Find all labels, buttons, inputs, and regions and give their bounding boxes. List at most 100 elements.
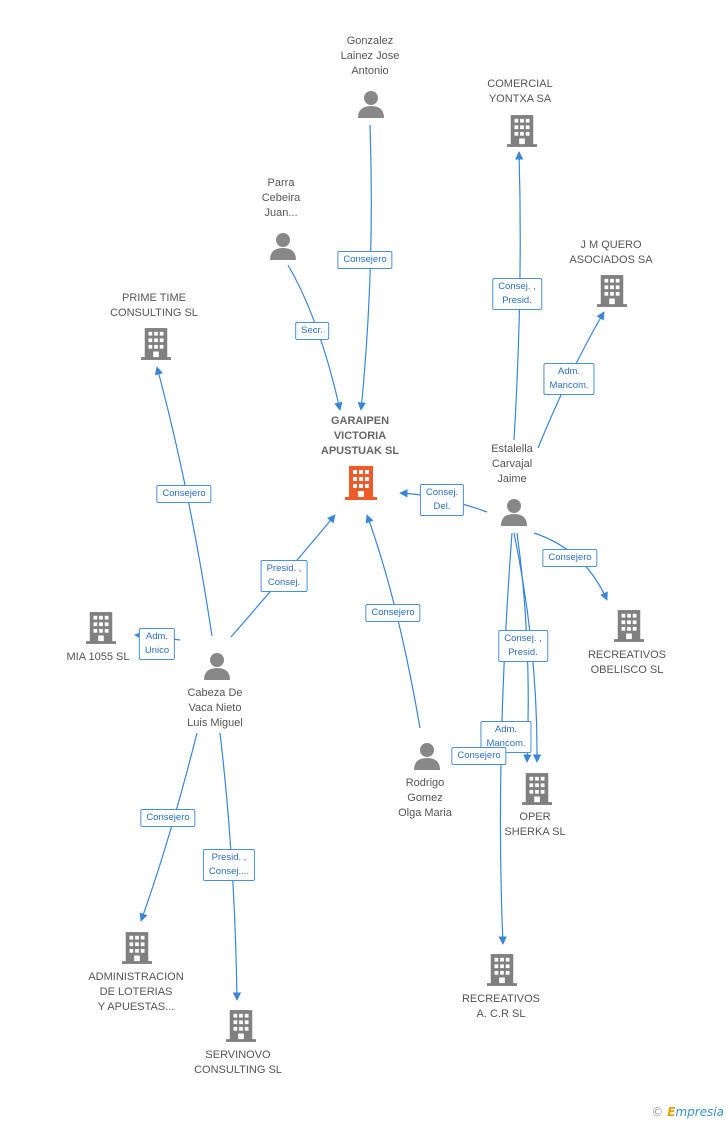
person-parra-node[interactable]: Parra Cebeira Juan... (262, 176, 301, 221)
person-estalella-icon[interactable] (500, 498, 528, 526)
person-parra-icon[interactable] (269, 232, 297, 260)
edge-label-line: Consejero (146, 812, 190, 823)
edge-label-line: Consejero (343, 254, 387, 265)
edge-label-line: Consej. , (504, 633, 542, 644)
company-jmquero-building-icon[interactable] (597, 274, 627, 308)
person-name-line: Luis Miguel (187, 717, 243, 729)
company-obelisco-node[interactable]: RECREATIVOS OBELISCO SL (588, 648, 666, 678)
company-jmquero-node[interactable]: J M QUERO ASOCIADOS SA (569, 238, 652, 268)
person-name-line: Cebeira (261, 192, 301, 204)
person-cabeza-node[interactable]: Cabeza De Vaca Nieto Luis Miguel (187, 686, 243, 731)
person-rodrigo-icon[interactable] (413, 742, 441, 770)
person-cabeza-icon[interactable] (203, 652, 231, 680)
center-name-line2: VICTORIA (333, 430, 387, 442)
person-name-line: Gonzalez (346, 35, 394, 47)
center-company-node[interactable]: GARAIPEN VICTORIA APUSTUAK SL (321, 414, 399, 459)
company-opersherka-node[interactable]: OPER SHERKA SL (504, 810, 565, 840)
edge-label-gonzalez-center[interactable]: Consejero (337, 251, 393, 269)
edge-label-line: Mancom. (549, 380, 589, 391)
company-name-line: DE LOTERIAS (99, 986, 173, 998)
edge-label-cabeza-center[interactable]: Presid. , Consej. (260, 560, 308, 592)
company-name-line: ADMINISTRACION (88, 971, 184, 983)
company-mia-node[interactable]: MIA 1055 SL (67, 650, 130, 665)
edge-label-line: Presid. , (211, 852, 247, 863)
company-name-line: OBELISCO SL (590, 664, 664, 676)
company-comercial-building-icon[interactable] (507, 114, 537, 148)
edge-label-line: Adm. (557, 366, 581, 377)
edge-label-cabeza-mia[interactable]: Adm. Unico (138, 628, 176, 660)
edge-label-line: Secr. (301, 325, 323, 336)
company-name-line: ASOCIADOS SA (569, 254, 653, 266)
company-mia-building-icon[interactable] (86, 611, 116, 645)
person-name-line: Estalella (491, 443, 533, 455)
edge-label-line: Mancom. (486, 738, 526, 749)
company-name-line: A. C.R SL (476, 1008, 526, 1020)
person-estalella-node[interactable]: Estalella Carvajal Jaime (491, 442, 533, 487)
person-gonzalez-icon[interactable] (357, 90, 385, 118)
person-name-line: Antonio (351, 65, 389, 77)
edge-label-line: Consej.... (208, 866, 250, 877)
person-name-line: Lainez Jose (340, 50, 400, 62)
person-name-line: Vaca Nieto (188, 702, 242, 714)
edge-label-line: Presid. (508, 647, 538, 658)
edge-label-cabeza-prime[interactable]: Consejero (156, 485, 212, 503)
edge-label-line: Adm. (145, 631, 169, 642)
company-name-line: RECREATIVOS (461, 993, 541, 1005)
center-building-icon[interactable] (345, 466, 377, 500)
edge-label-line: Adm. (494, 724, 518, 735)
edge-label-estalella-oper-consejero[interactable]: Consejero (451, 747, 507, 765)
person-name-line: Juan... (264, 207, 298, 219)
edge-label-cabeza-servinovo[interactable]: Presid. , Consej.... (202, 849, 256, 881)
brand-logo: © Empresia (651, 1105, 724, 1119)
company-primetime-node[interactable]: PRIME TIME CONSULTING SL (110, 291, 198, 321)
company-name-line: PRIME TIME (122, 292, 186, 304)
edge-label-line: Unico (144, 645, 170, 656)
center-name-line1: GARAIPEN (330, 415, 390, 427)
company-name-line: MIA 1055 SL (66, 651, 130, 663)
company-acr-node[interactable]: RECREATIVOS A. C.R SL (462, 992, 540, 1022)
company-name-line: COMERCIAL (487, 78, 553, 90)
brand-initial: E (667, 1105, 676, 1119)
company-servinovo-building-icon[interactable] (226, 1009, 256, 1043)
company-name-line: YONTXA SA (488, 93, 552, 105)
edge-label-line: Consejero (457, 750, 501, 761)
edge-label-line: Consejero (548, 552, 592, 563)
edge-label-cabeza-admin[interactable]: Consejero (140, 809, 196, 827)
person-name-line: Olga Maria (398, 807, 452, 819)
company-primetime-building-icon[interactable] (141, 327, 171, 361)
edge-label-estalella-obelisco[interactable]: Consejero (542, 549, 598, 567)
person-name-line: Rodrigo (405, 777, 445, 789)
edge-label-line: Consej. (267, 577, 301, 588)
company-servinovo-node[interactable]: SERVINOVO CONSULTING SL (194, 1048, 282, 1078)
edge-label-parra-center[interactable]: Secr. (295, 322, 329, 340)
center-name-line3: APUSTUAK SL (320, 445, 400, 457)
company-admin-building-icon[interactable] (122, 931, 152, 965)
edge-label-line: Presid. (502, 295, 532, 306)
company-name-line: CONSULTING SL (110, 307, 198, 319)
edge-label-estalella-comercial[interactable]: Consej. , Presid. (492, 278, 542, 310)
person-name-line: Gomez (407, 792, 443, 804)
company-name-line: OPER (519, 811, 551, 823)
company-name-line: RECREATIVOS (587, 649, 667, 661)
edge-label-line: Presid. , (266, 563, 302, 574)
company-name-line: CONSULTING SL (194, 1064, 282, 1076)
edge-label-estalella-jmquero[interactable]: Adm. Mancom. (543, 363, 595, 395)
person-gonzalez-node[interactable]: Gonzalez Lainez Jose Antonio (341, 34, 400, 79)
edge-label-estalella-acr[interactable]: Consej. , Presid. (498, 630, 548, 662)
person-rodrigo-node[interactable]: Rodrigo Gomez Olga Maria (398, 776, 452, 821)
copyright-icon: © (651, 1105, 664, 1119)
company-comercial-node[interactable]: COMERCIAL YONTXA SA (487, 77, 552, 107)
edge-label-line: Del. (433, 501, 451, 512)
company-opersherka-building-icon[interactable] (522, 772, 552, 806)
company-name-line: Y APUESTAS... (97, 1001, 175, 1013)
company-obelisco-building-icon[interactable] (614, 609, 644, 643)
edge-label-line: Consej. , (498, 281, 536, 292)
edge-label-rodrigo-center[interactable]: Consejero (365, 604, 421, 622)
company-acr-building-icon[interactable] (487, 953, 517, 987)
company-admin-node[interactable]: ADMINISTRACION DE LOTERIAS Y APUESTAS... (88, 970, 183, 1015)
edge-label-line: Consejero (371, 607, 415, 618)
company-name-line: J M QUERO (580, 239, 642, 251)
company-name-line: SERVINOVO (205, 1049, 271, 1061)
edge-label-estalella-center[interactable]: Consej. Del. (419, 484, 465, 516)
